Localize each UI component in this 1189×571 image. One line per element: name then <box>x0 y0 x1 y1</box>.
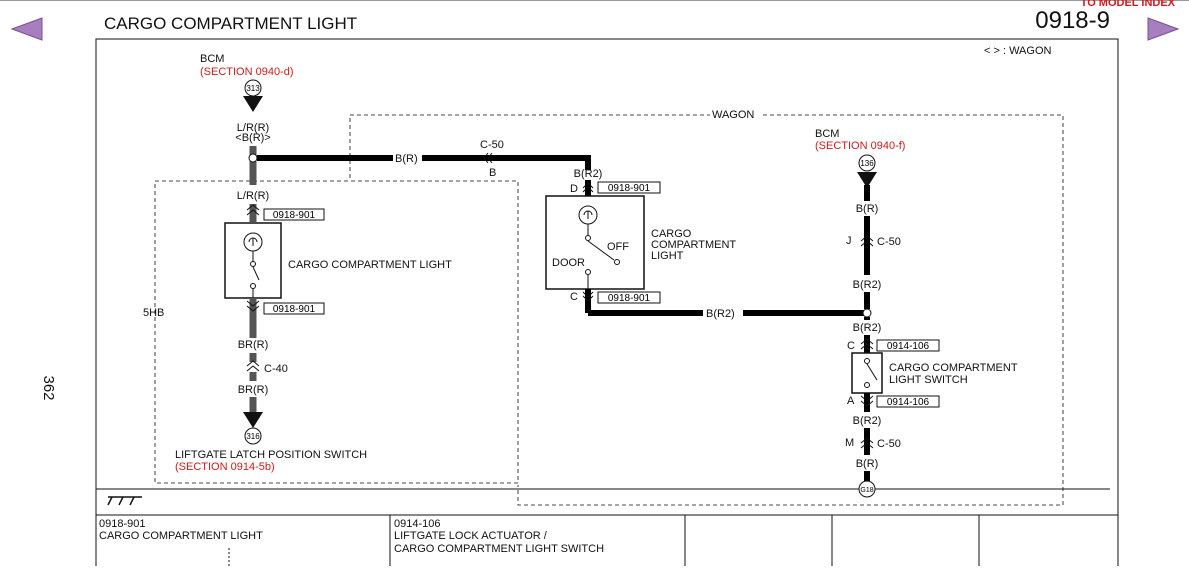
svg-text:BR(R): BR(R) <box>238 384 269 396</box>
bcm-right-pin <box>858 154 876 172</box>
footer-conn1-code: 0918-901 <box>99 518 146 530</box>
5hb-boundary <box>154 180 519 484</box>
svg-text:C: C <box>570 291 578 303</box>
svg-text:C-50: C-50 <box>877 438 901 450</box>
svg-text:B(R): B(R) <box>856 458 879 470</box>
svg-text:0914-106: 0914-106 <box>887 397 930 408</box>
svg-text:0918-901: 0918-901 <box>273 210 316 221</box>
footer-conn2-code: 0914-106 <box>394 518 441 530</box>
liftgate-switch-section[interactable]: (SECTION 0914-5b) <box>175 461 275 473</box>
svg-text:LIGHT SWITCH: LIGHT SWITCH <box>889 374 968 386</box>
svg-text:J: J <box>846 235 852 247</box>
to-model-index-link[interactable]: TO MODEL INDEX <box>1081 0 1176 9</box>
svg-text:C: C <box>847 340 855 352</box>
bcm-right-section[interactable]: (SECTION 0940-f) <box>815 140 905 152</box>
svg-text:136: 136 <box>860 159 874 168</box>
wagon-boundary <box>349 114 1064 506</box>
svg-text:B(R2): B(R2) <box>853 322 882 334</box>
legend: < > : WAGON <box>984 45 1051 57</box>
svg-text:M: M <box>845 437 854 449</box>
svg-text:L/R(R): L/R(R) <box>237 122 269 134</box>
svg-text:313: 313 <box>246 84 260 93</box>
footer-conn2-name-2: CARGO COMPARTMENT LIGHT SWITCH <box>394 543 604 555</box>
next-page-icon[interactable] <box>1147 17 1180 41</box>
svg-text:LIGHT: LIGHT <box>651 250 684 262</box>
svg-text:0918-901: 0918-901 <box>608 183 651 194</box>
footer-conn1-name: CARGO COMPARTMENT LIGHT <box>99 530 263 542</box>
svg-text:C-40: C-40 <box>264 363 288 375</box>
footer-conn2-name-1: LIFTGATE LOCK ACTUATOR / <box>394 530 548 542</box>
svg-text:BR(R): BR(R) <box>238 339 269 351</box>
side-page-number: 362 <box>40 375 57 400</box>
switch-pin <box>244 427 262 445</box>
svg-text:COMPARTMENT: COMPARTMENT <box>651 239 736 251</box>
bcm-right-label: BCM <box>815 128 839 140</box>
svg-text:<B(R)>: <B(R)> <box>235 132 270 144</box>
svg-text:B(R): B(R) <box>395 153 418 165</box>
svg-text:0918-901: 0918-901 <box>608 293 651 304</box>
svg-text:B: B <box>489 167 496 179</box>
wagon-label: WAGON <box>712 109 754 121</box>
svg-text:B(R2): B(R2) <box>574 168 603 180</box>
svg-text:CARGO COMPARTMENT: CARGO COMPARTMENT <box>889 362 1018 374</box>
ground-g18 <box>858 480 876 498</box>
label-5hb: 5HB <box>143 307 164 319</box>
liftgate-switch-label: LIFTGATE LATCH POSITION SWITCH <box>175 449 367 461</box>
bcm-left-label: BCM <box>200 53 224 65</box>
svg-text:G18: G18 <box>860 487 873 494</box>
svg-text:B(R2): B(R2) <box>853 415 882 427</box>
ground-icon <box>107 496 142 506</box>
svg-text:C-50: C-50 <box>480 139 504 151</box>
svg-text:B(R2): B(R2) <box>706 308 735 320</box>
svg-text:A: A <box>847 395 855 407</box>
svg-text:0918-901: 0918-901 <box>273 304 316 315</box>
svg-text:L/R(R): L/R(R) <box>237 190 269 202</box>
cargo-light-left-label: CARGO COMPARTMENT LIGHT <box>288 259 452 271</box>
svg-text:OFF: OFF <box>607 241 629 253</box>
svg-text:C-50: C-50 <box>877 236 901 248</box>
svg-text:DOOR: DOOR <box>552 257 585 269</box>
svg-text:0914-106: 0914-106 <box>887 341 930 352</box>
svg-text:B(R2): B(R2) <box>853 279 882 291</box>
page-code: 0918-9 <box>1035 7 1110 34</box>
svg-text:D: D <box>570 183 578 195</box>
svg-text:316: 316 <box>246 432 260 441</box>
bcm-left-section[interactable]: (SECTION 0940-d) <box>200 66 294 78</box>
page-title: CARGO COMPARTMENT LIGHT <box>104 14 357 33</box>
svg-text:CARGO: CARGO <box>651 228 692 240</box>
svg-text:B(R): B(R) <box>856 203 879 215</box>
prev-page-icon[interactable] <box>10 17 43 41</box>
